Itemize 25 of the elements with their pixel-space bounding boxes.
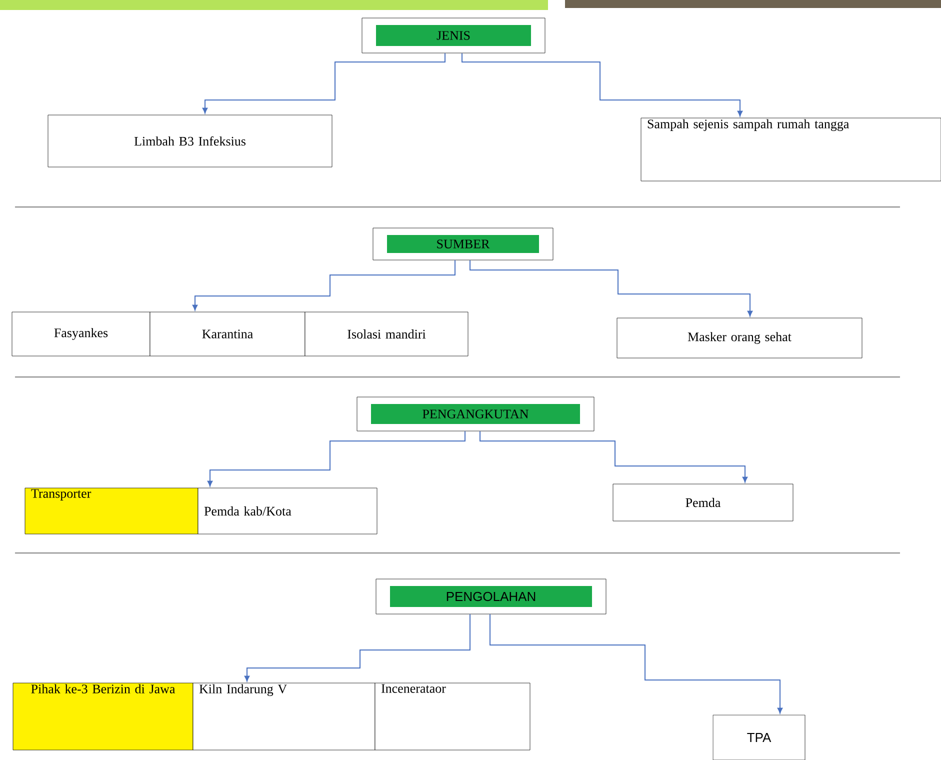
arrow xyxy=(207,430,466,486)
text-box: Sampah sejenis sampah rumah tangga xyxy=(640,118,941,182)
text-box: Pemda kab/Kota xyxy=(198,488,378,534)
category-header: JENIS xyxy=(362,18,546,54)
category-header: PENGOLAHAN xyxy=(376,578,606,614)
arrow xyxy=(462,52,743,116)
arrow xyxy=(490,614,783,714)
arrow xyxy=(480,430,748,482)
text-box: Kiln Indarung V xyxy=(192,682,376,750)
category-header: SUMBER xyxy=(372,228,554,260)
text-box: Fasyankes xyxy=(12,312,150,356)
text-box: Masker orang sehat xyxy=(616,318,862,358)
arrow xyxy=(192,260,456,310)
text-box: Incenerataor xyxy=(374,682,530,750)
text-box: Pemda xyxy=(612,484,794,522)
category-header: PENGANGKUTAN xyxy=(356,396,594,432)
arrow xyxy=(470,260,753,316)
arrow xyxy=(202,52,446,114)
highlighted-box: Transporter xyxy=(24,488,198,534)
text-box: Isolasi mandiri xyxy=(304,312,468,356)
arrow xyxy=(244,614,470,682)
text-box: Limbah B3 Infeksius xyxy=(48,114,332,168)
highlighted-box: Pihak ke-3 Berizin di Jawa xyxy=(12,682,194,750)
text-box: TPA xyxy=(712,714,806,760)
text-box: Karantina xyxy=(150,312,306,356)
